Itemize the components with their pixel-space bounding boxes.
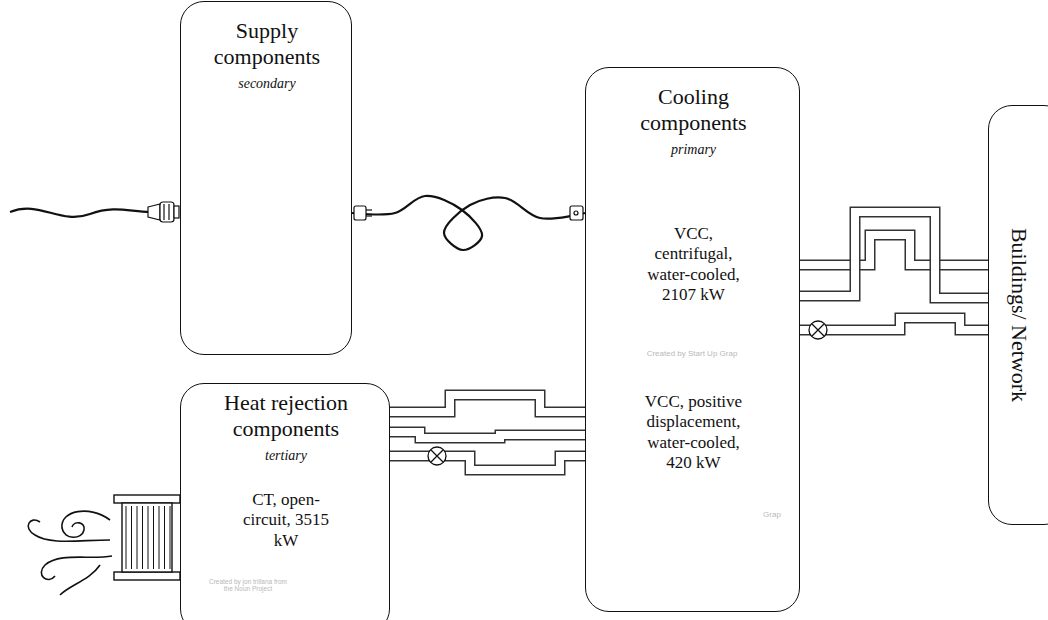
watermark: Created by jon trillana from the Noun Pr… [208,578,288,593]
box-title: Buildings/ Network [1006,228,1032,402]
box-subtitle: secondary [197,76,337,93]
tower-fin [142,506,143,569]
cord-line [352,196,585,250]
tower-fin [153,506,154,569]
pipe-bore [390,432,585,438]
box-subtitle: tertiary [216,448,356,465]
tower-fin [170,506,171,569]
tower-fin [131,506,132,569]
box-title: Supply components [192,18,342,71]
tower-fin [137,506,138,569]
mains-cable [10,209,150,217]
pipe-connector [390,432,585,438]
cooling-box: Cooling components primaryVCC, centrifuga… [585,67,800,612]
component-spec: VCC, centrifugal, water-cooled, 2107 kW [634,224,754,306]
plug-connector [354,206,372,220]
component-spec: CT, open-circuit, 3515 kW [231,490,341,551]
supply-box: Supply components secondary [180,1,352,355]
watermark: Grap [757,510,787,519]
buildings-network-box: Buildings/ Network [988,105,1048,525]
tower-fin [164,506,165,569]
power-cord [352,196,585,250]
pump-symbol [428,447,446,465]
cooling-tower-icon [114,495,180,580]
socket-connector [570,206,583,220]
tower-fin [159,506,160,569]
pipe-wall [800,212,988,298]
box-title: Cooling components [619,84,769,137]
pipe-connector [800,212,988,298]
watermark: Created by Start Up Grap [627,349,757,358]
tower-fin [126,506,127,569]
pipe-wall [390,432,585,438]
box-title: Heat rejection components [201,390,371,443]
box-subtitle: primary [624,142,764,159]
wind-swirl [28,511,112,595]
pump-symbol [809,321,827,339]
component-spec: VCC, positive displacement, water-cooled… [633,392,755,474]
tower-fin [148,506,149,569]
mains-plug [148,202,179,222]
pipe-bore [800,212,988,298]
